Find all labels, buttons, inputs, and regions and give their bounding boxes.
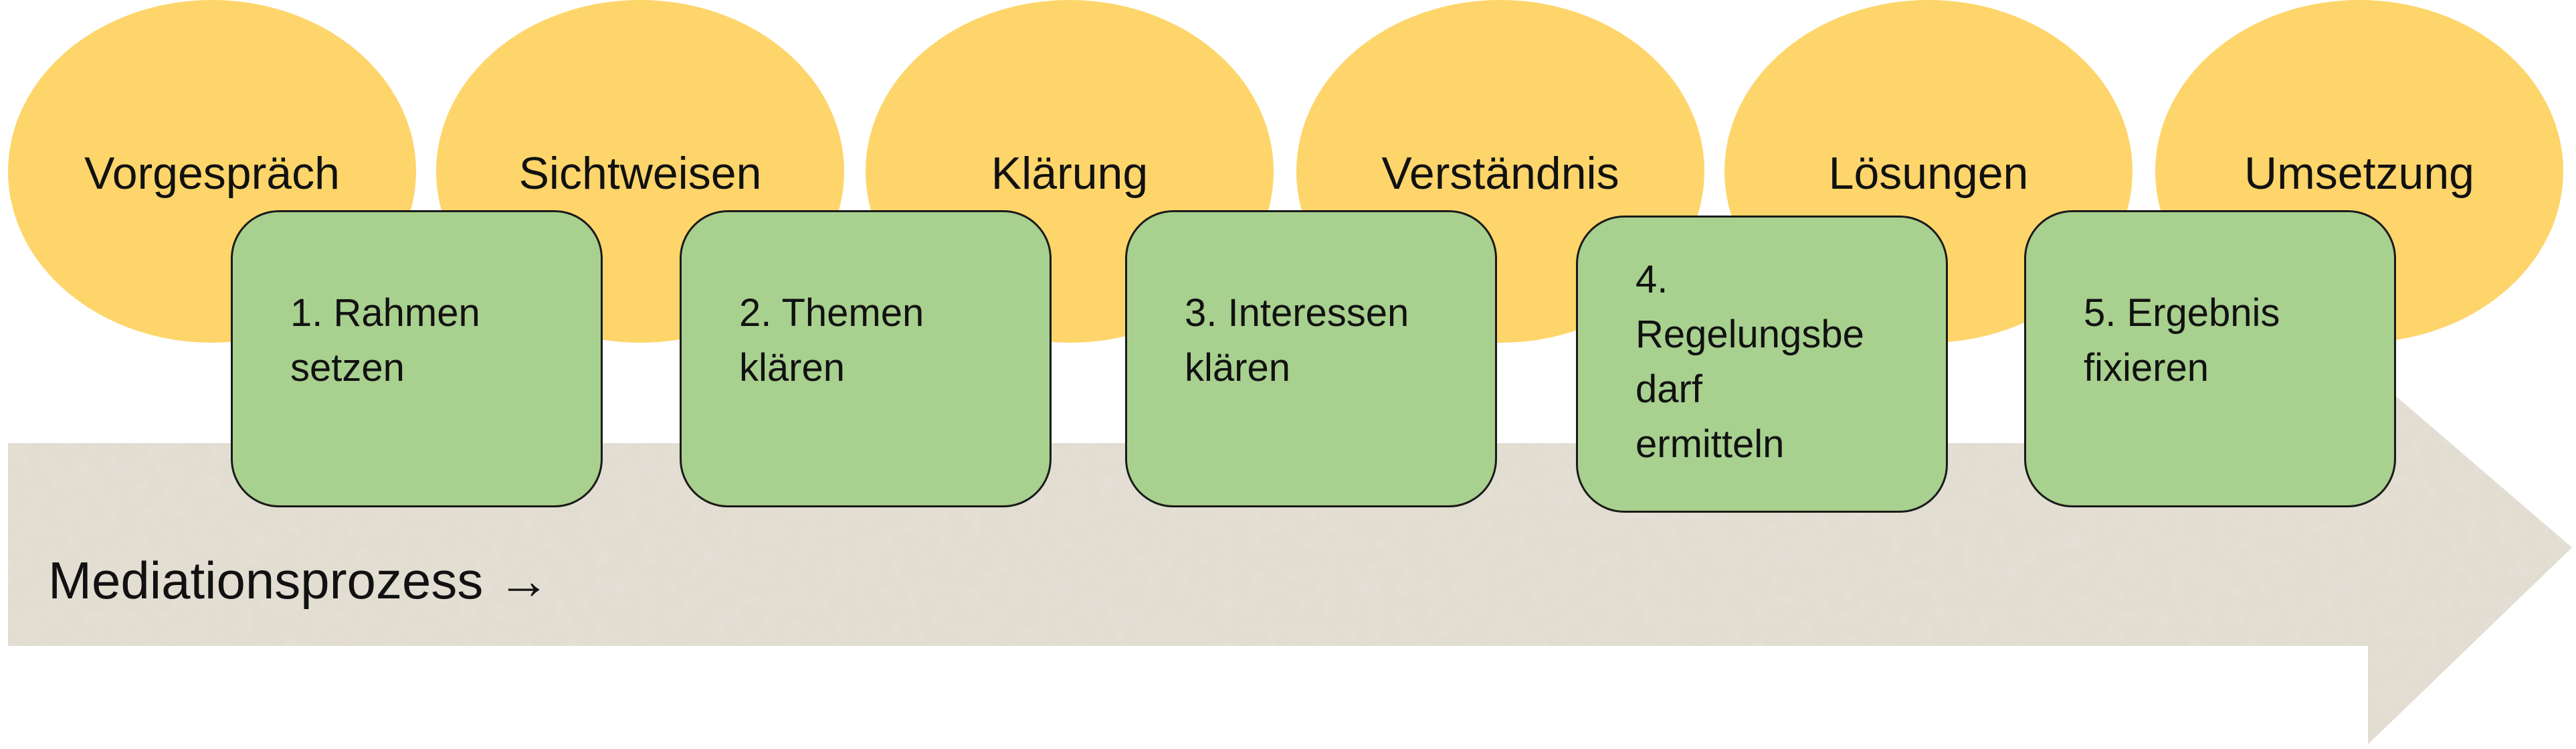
step-label: 1. Rahmen setzen xyxy=(290,291,480,390)
phase-label: Verständnis xyxy=(1381,148,1619,199)
step-box-ergebnis-fixieren: 5. Ergebnis fixieren xyxy=(2024,210,2396,507)
phase-label: Vorgespräch xyxy=(84,148,340,199)
step-box-rahmen-setzen: 1. Rahmen setzen xyxy=(231,210,603,507)
step-box-interessen-klaeren: 3. Interessen klären xyxy=(1125,210,1497,507)
step-box-regelungsbedarf-ermitteln: 4. Regelungsbe darf ermitteln xyxy=(1576,216,1948,513)
phase-label: Umsetzung xyxy=(2244,148,2474,199)
phase-label: Sichtweisen xyxy=(518,148,762,199)
step-label: 5. Ergebnis fixieren xyxy=(2084,291,2280,390)
step-label: 2. Themen klären xyxy=(739,291,924,390)
step-box-themen-klaeren: 2. Themen klären xyxy=(680,210,1052,507)
process-label: Mediationsprozess → xyxy=(48,551,550,610)
step-label: 3. Interessen klären xyxy=(1185,291,1409,390)
phase-label: Klärung xyxy=(991,148,1149,199)
phase-label: Lösungen xyxy=(1828,148,2029,199)
step-label: 4. Regelungsbe darf ermitteln xyxy=(1636,258,1864,466)
